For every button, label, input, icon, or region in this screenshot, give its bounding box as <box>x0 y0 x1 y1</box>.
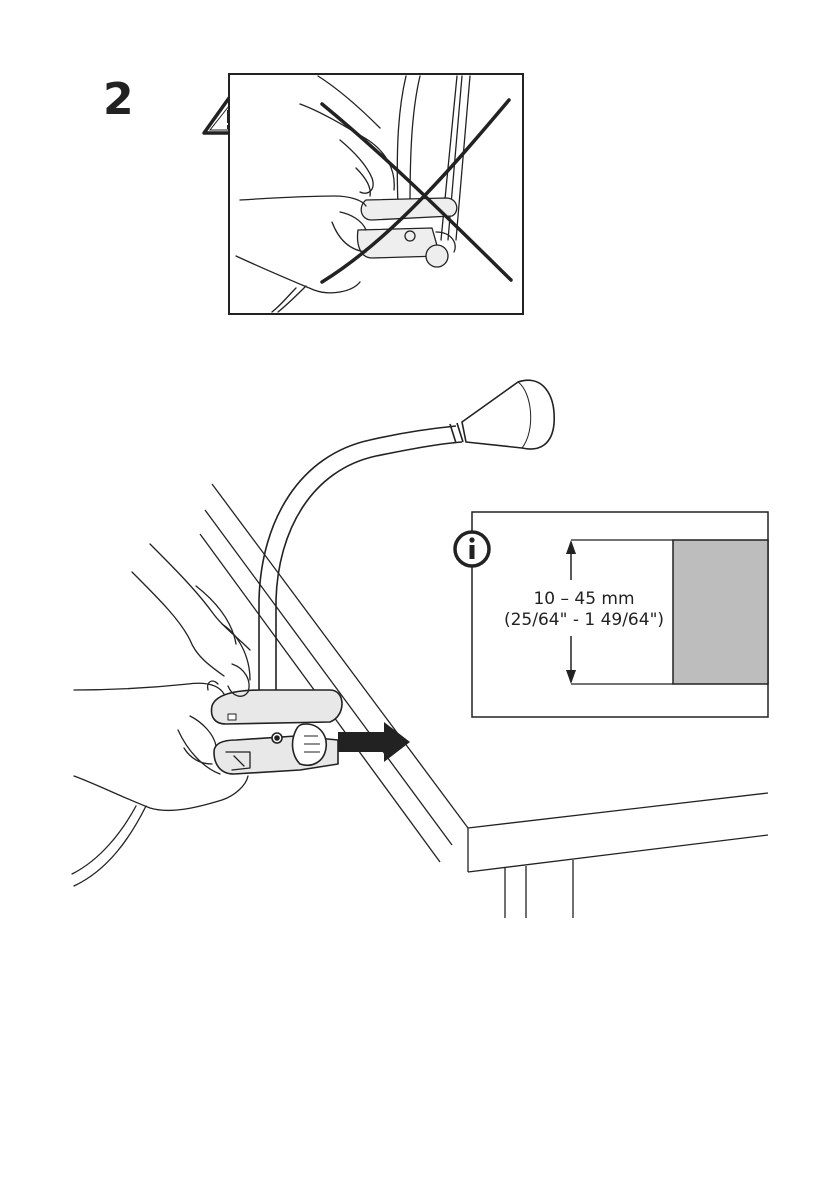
incorrect-method-panel <box>229 74 523 314</box>
step-number: 2 <box>103 78 134 122</box>
info-icon <box>455 532 489 566</box>
range-mm-label: 10 – 45 mm <box>472 591 696 608</box>
range-inch-label: (25/64" - 1 49/64") <box>472 612 696 629</box>
pull-direction-arrow-icon <box>338 722 410 762</box>
